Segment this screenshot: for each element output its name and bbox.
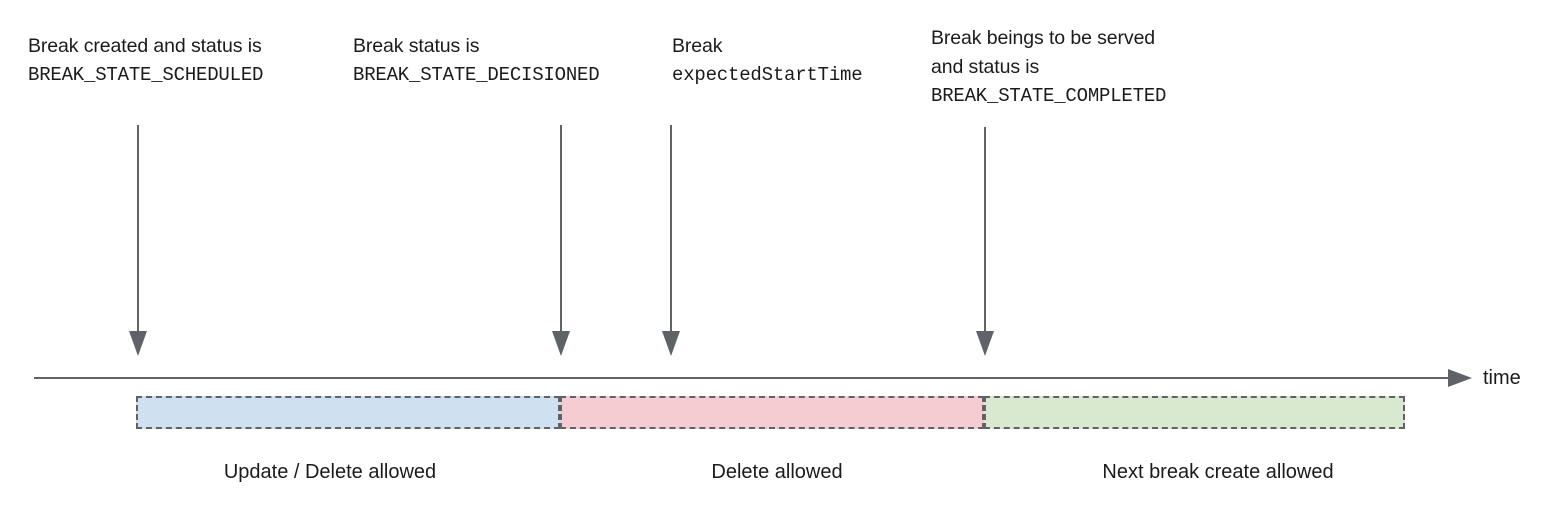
annotation-line: Break beings to be served [931, 27, 1156, 49]
annotation-line: Break created and status is [28, 35, 262, 57]
annotation-line-code: BREAK_STATE_DECISIONED [353, 64, 600, 86]
annotation-line-code: BREAK_STATE_SCHEDULED [28, 64, 264, 86]
annotation-break-completed: Break beings to be served and status is … [931, 24, 1166, 111]
phase-bar-scheduled [136, 396, 560, 429]
annotation-break-decisioned: Break status is BREAK_STATE_DECISIONED [353, 32, 600, 90]
marker-arrow-completed-icon [976, 127, 994, 356]
phase-bar-decisioned [560, 396, 984, 429]
marker-arrow-expected-start-time-icon [662, 125, 680, 356]
phase-caption-decisioned: Delete allowed [711, 461, 843, 483]
phase-bar-completed [984, 396, 1405, 429]
annotation-break-created-scheduled: Break created and status is BREAK_STATE_… [28, 32, 263, 90]
annotation-line-code: BREAK_STATE_COMPLETED [931, 85, 1167, 107]
annotation-line-code: expectedStartTime [672, 64, 863, 86]
marker-arrow-decisioned-icon [552, 125, 570, 356]
annotation-line: Break status is [353, 35, 480, 57]
phase-caption-scheduled: Update / Delete allowed [223, 461, 437, 483]
annotation-line: Break [672, 35, 723, 57]
phase-caption-completed: Next break create allowed [1102, 461, 1334, 483]
annotation-line: and status is [931, 56, 1040, 78]
time-axis-label: time [1483, 367, 1521, 389]
annotation-break-expected-start-time: Break expectedStartTime [672, 32, 863, 90]
marker-arrow-scheduled-icon [129, 125, 147, 356]
